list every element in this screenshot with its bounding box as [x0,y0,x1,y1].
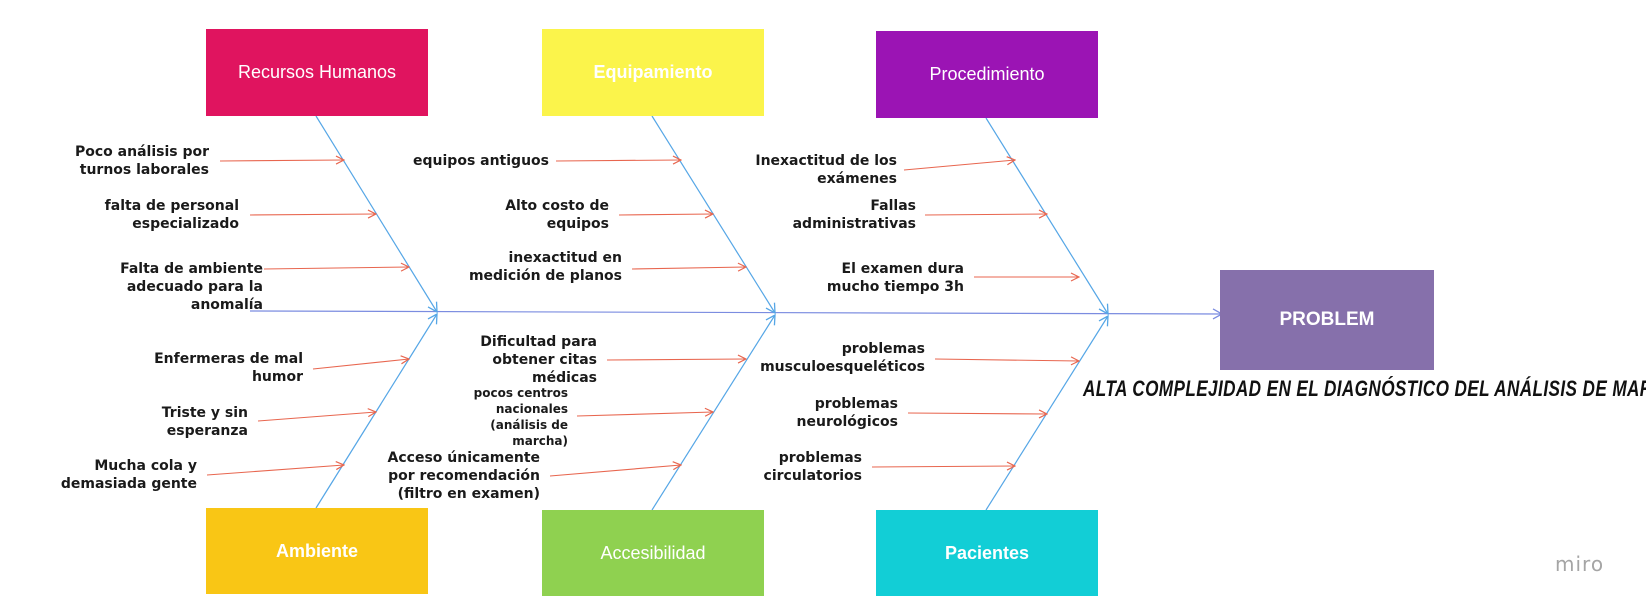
cause-arrow-eq-2 [618,214,713,215]
category-label: Equipamiento [593,62,713,82]
category-recursos-humanos[interactable]: Recursos Humanos [206,29,428,116]
spine-line [249,308,1224,320]
cause-arrow-pr-2 [924,214,1047,215]
category-label: Ambiente [275,540,358,561]
category-label: Procedimiento [929,64,1045,84]
cause-arrow-pa-2 [907,413,1047,414]
category-accesibilidad[interactable]: Accesibilidad [542,510,764,596]
category-label: Pacientes [944,542,1030,563]
problem-statement: ALTA COMPLEJIDAD EN EL DIAGNÓSTICO DEL A… [1083,376,1646,401]
category-equipamiento[interactable]: Equipamiento [542,29,764,116]
bone-accesibilidad [651,313,776,511]
bone-pacientes [985,314,1109,511]
problem-label: PROBLEM [1279,309,1375,330]
cause-arrow-eq-3 [631,267,746,269]
cause-arrow-pa-3 [871,466,1015,467]
cause-arrow-am-1 [312,359,409,370]
category-pacientes[interactable]: Pacientes [876,510,1098,596]
cause-arrow-am-2 [257,412,376,422]
cause-arrow-eq-1 [555,160,681,161]
cause-arrow-rh-2 [249,214,376,215]
miro-watermark: miro [1555,552,1605,576]
cause-arrow-pr-1 [903,160,1015,171]
category-procedimiento[interactable]: Procedimiento [876,31,1098,118]
cause-arrow-ac-3 [549,465,681,477]
cause-eq-1: equipos antiguos [413,153,549,169]
cause-arrow-rh-1 [219,160,344,161]
cause-arrow-ac-2 [576,412,713,416]
category-label: Recursos Humanos [237,62,397,82]
cause-arrow-am-3 [206,465,344,476]
category-label: Accesibilidad [600,542,706,563]
category-ambiente[interactable]: Ambiente [206,508,428,594]
cause-arrow-rh-3 [263,267,409,269]
cause-arrow-pa-1 [934,359,1079,361]
bone-procedimiento [985,117,1109,316]
problem-box[interactable]: PROBLEM [1220,270,1434,370]
cause-arrow-ac-1 [606,359,746,360]
